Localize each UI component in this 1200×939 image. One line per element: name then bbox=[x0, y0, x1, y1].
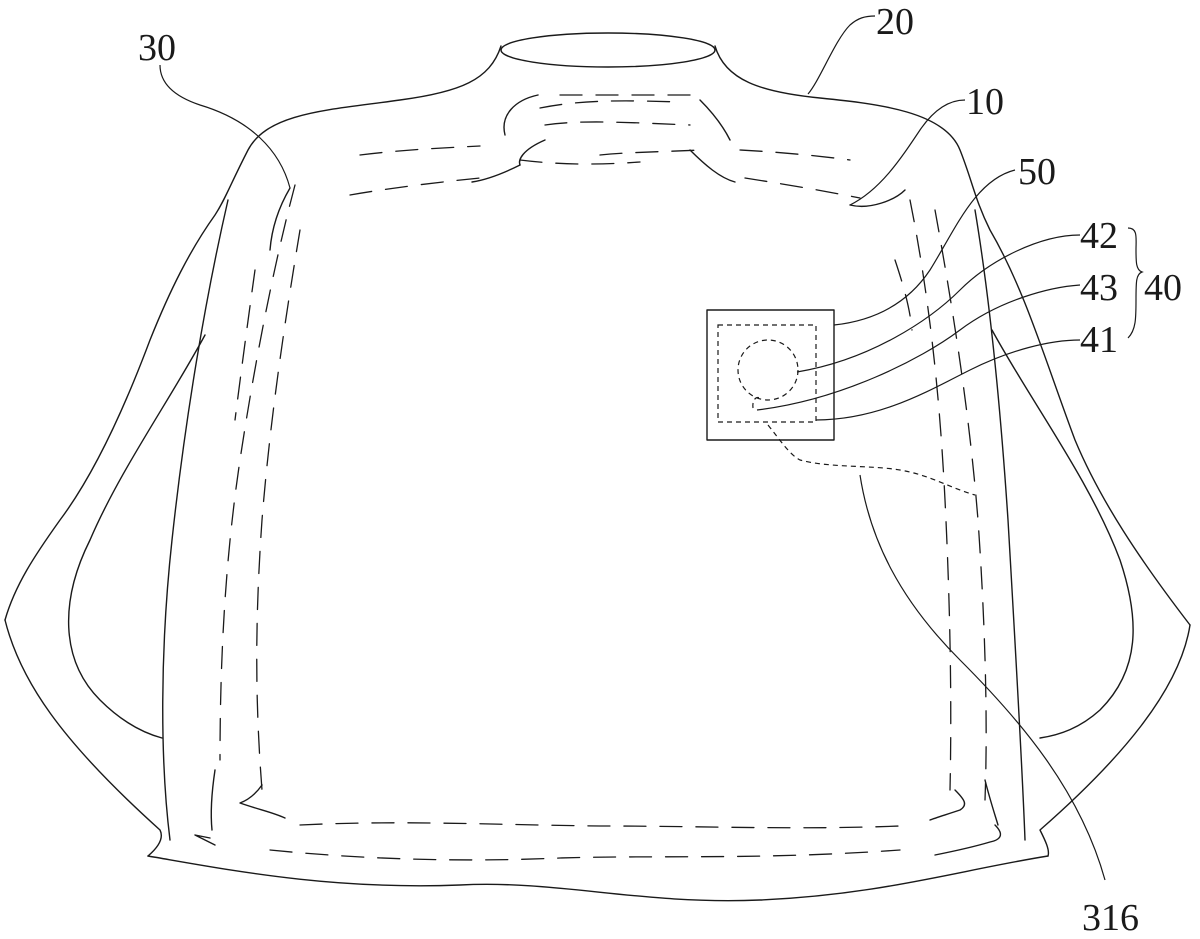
label-10: 10 bbox=[966, 81, 1004, 123]
label-30: 30 bbox=[138, 27, 176, 69]
label-40: 40 bbox=[1144, 267, 1182, 309]
reference-labels: 20 30 10 50 42 43 41 40 316 bbox=[138, 1, 1182, 939]
label-42: 42 bbox=[1080, 215, 1118, 257]
label-316: 316 bbox=[1082, 897, 1139, 939]
dashed-seams bbox=[219, 94, 987, 861]
leader-lines bbox=[159, 15, 1144, 881]
module-box bbox=[706, 309, 976, 496]
label-20: 20 bbox=[876, 1, 914, 43]
outer-garment-outline bbox=[4, 32, 1191, 902]
label-50: 50 bbox=[1018, 151, 1056, 193]
inner-garment-outline bbox=[194, 94, 1002, 856]
label-43: 43 bbox=[1080, 267, 1118, 309]
label-41: 41 bbox=[1080, 319, 1118, 361]
